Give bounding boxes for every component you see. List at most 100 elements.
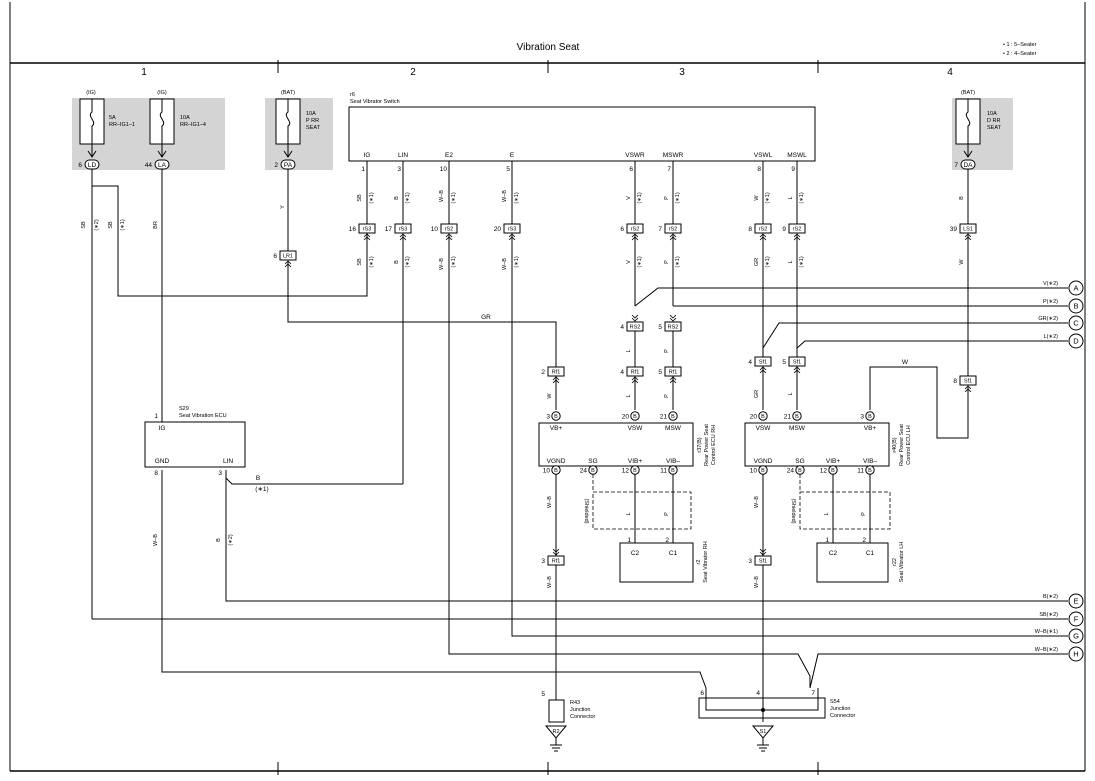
- svg-text:C2: C2: [631, 550, 640, 557]
- svg-text:VSWR: VSWR: [625, 152, 645, 159]
- svg-text:B: B: [554, 468, 558, 474]
- inline-connector-rs2-8: rS2 8: [748, 223, 772, 241]
- svg-text:Control ECU RH: Control ECU RH: [711, 425, 717, 465]
- wire-label: L: [626, 349, 632, 352]
- svg-text:E2: E2: [445, 152, 453, 159]
- svg-text:Sf1: Sf1: [759, 559, 767, 565]
- svg-text:21: 21: [784, 414, 792, 421]
- svg-text:rS3: rS3: [363, 227, 372, 233]
- seat-vibrator-switch: r6 Seat Vibrator Switch: [348, 92, 816, 162]
- svg-text:5: 5: [658, 324, 662, 331]
- switch-pin-ig: IG1: [361, 152, 370, 173]
- wire-label: W: [959, 259, 965, 265]
- svg-text:Connector: Connector: [570, 714, 596, 720]
- svg-text:10: 10: [543, 468, 551, 475]
- svg-text:GR(∗2): GR(∗2): [1038, 316, 1058, 322]
- fuse-d-rr-seat: (BAT) 10A D RR SEAT DA 7: [954, 90, 1002, 170]
- svg-text:1: 1: [825, 537, 829, 544]
- svg-text:DA: DA: [963, 162, 973, 169]
- rear-power-seat-ecu-lh: VSW MSW VB+ VGND SG VIB+ VIB– r40(B) Rea…: [744, 422, 912, 467]
- svg-text:A: A: [1073, 284, 1078, 293]
- svg-text:7: 7: [811, 690, 815, 697]
- svg-text:S54: S54: [830, 699, 840, 705]
- svg-text:E: E: [510, 152, 515, 159]
- wire-label: (∗1): [120, 219, 126, 230]
- svg-text:Rf1: Rf1: [552, 370, 561, 376]
- rear-power-seat-ecu-rh: VB+ VSW MSW VGND SG VIB+ VIB– r37(B) Rea…: [538, 422, 717, 467]
- wire-label: V: [626, 260, 632, 264]
- svg-text:B: B: [671, 468, 675, 474]
- svg-text:2: 2: [862, 537, 866, 544]
- wire-label: P: [664, 394, 670, 398]
- svg-text:20: 20: [494, 226, 502, 233]
- offpage-ref-f: FSB(∗2): [1039, 611, 1084, 627]
- svg-text:LD: LD: [88, 162, 97, 169]
- switch-pin-e: E5: [506, 152, 514, 173]
- svg-text:4: 4: [756, 690, 760, 697]
- svg-text:SB(∗2): SB(∗2): [1039, 612, 1058, 618]
- wire-label: (∗1): [514, 192, 520, 203]
- svg-text:rS2: rS2: [759, 227, 768, 233]
- svg-text:rS3: rS3: [399, 227, 408, 233]
- svg-text:C: C: [1073, 319, 1079, 328]
- svg-text:39: 39: [950, 226, 958, 233]
- svg-text:VIB–: VIB–: [666, 458, 680, 465]
- svg-text:(IG): (IG): [86, 90, 96, 96]
- svg-text:3: 3: [397, 166, 401, 173]
- svg-text:B: B: [795, 414, 799, 420]
- svg-text:8: 8: [748, 226, 752, 233]
- svg-text:9: 9: [791, 166, 795, 173]
- offpage-ref-d: DL(∗2): [1044, 333, 1084, 349]
- svg-text:VSWL: VSWL: [754, 152, 773, 159]
- svg-text:VIB–: VIB–: [863, 458, 877, 465]
- offpage-ref-a: AV(∗2): [1043, 280, 1084, 296]
- svg-text:rS2: rS2: [669, 227, 678, 233]
- svg-text:10: 10: [431, 226, 439, 233]
- rh-ecu-top-pin: B20: [622, 411, 640, 421]
- svg-text:VSW: VSW: [628, 425, 644, 432]
- svg-text:B: B: [868, 468, 872, 474]
- svg-text:B: B: [1073, 302, 1078, 311]
- svg-text:9: 9: [782, 226, 786, 233]
- svg-text:2: 2: [274, 162, 278, 169]
- junction-connector-r43: 5 R43 Junction Connector: [541, 691, 596, 723]
- fuse-rr-ig1-1: (IG) 5A RR–IG1–1 LD 6: [78, 90, 135, 170]
- wire-label: (∗2): [228, 534, 234, 545]
- svg-text:Seat Vibrator RH: Seat Vibrator RH: [703, 541, 709, 583]
- svg-text:7: 7: [667, 166, 671, 173]
- svg-text:r40(B): r40(B): [892, 437, 898, 452]
- wire-label: B: [959, 196, 965, 200]
- svg-text:1: 1: [154, 413, 158, 420]
- svg-text:D RR: D RR: [987, 118, 1000, 124]
- svg-text:10: 10: [750, 468, 758, 475]
- svg-text:B: B: [633, 414, 637, 420]
- ground-s1: S1: [751, 725, 775, 752]
- ground-r2: R2: [544, 725, 568, 752]
- wire-label: L: [788, 196, 794, 199]
- wire-label: SB: [357, 194, 363, 202]
- wire-label: W–B: [502, 190, 508, 202]
- wire-label: (∗1): [675, 256, 681, 267]
- svg-text:2: 2: [541, 369, 545, 376]
- svg-text:B(∗2): B(∗2): [1043, 594, 1058, 600]
- svg-text:LA: LA: [158, 162, 167, 169]
- wire-label: GR: [754, 258, 760, 266]
- svg-text:IG: IG: [159, 425, 166, 432]
- svg-text:r22: r22: [892, 558, 898, 566]
- svg-text:C2: C2: [829, 550, 838, 557]
- wire-label: W–B: [439, 190, 445, 202]
- svg-text:H: H: [1073, 650, 1078, 659]
- svg-text:MSW: MSW: [789, 425, 806, 432]
- svg-text:Control ECU LH: Control ECU LH: [906, 425, 912, 464]
- svg-text:(BAT): (BAT): [961, 90, 975, 96]
- svg-text:S1: S1: [760, 729, 767, 735]
- svg-text:5A: 5A: [109, 115, 116, 121]
- svg-text:MSWL: MSWL: [787, 152, 807, 159]
- svg-text:C1: C1: [669, 550, 678, 557]
